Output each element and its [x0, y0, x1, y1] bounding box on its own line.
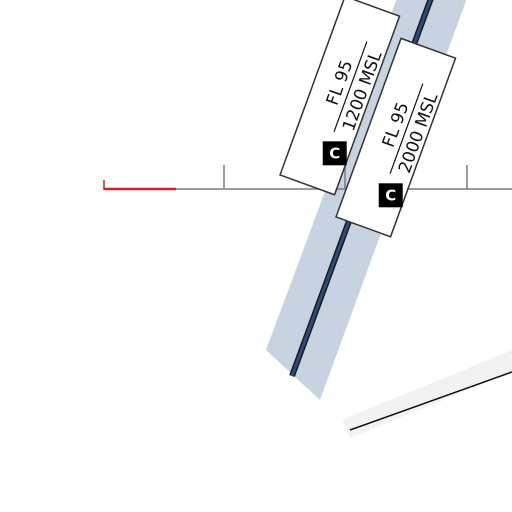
airspace-label-1[interactable]: FL 95 1200 MSL C — [279, 0, 401, 196]
airspace-boundary — [342, 350, 512, 438]
airspace-label-1-class: C — [329, 144, 340, 162]
airspace-label-2-class: C — [385, 186, 396, 204]
class-c-badge — [322, 141, 347, 166]
class-c-badge — [378, 183, 403, 208]
distance-scale-bar — [103, 165, 512, 191]
